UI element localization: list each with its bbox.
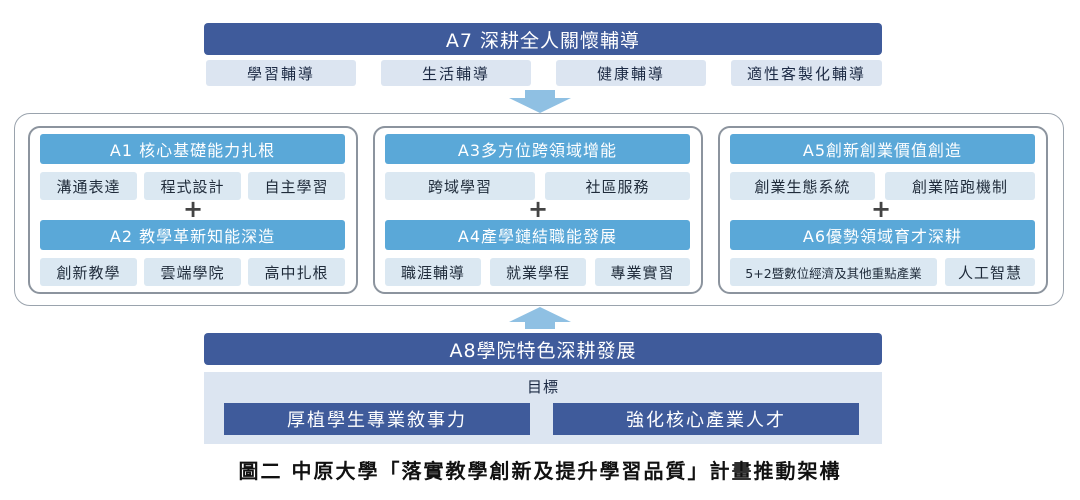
- a3-header: A3多方位跨領域增能: [385, 134, 690, 164]
- a6-tag-industries: 5+2暨數位經濟及其他重點產業: [730, 258, 937, 286]
- a4-header: A4產學鏈結職能發展: [385, 220, 690, 250]
- a4-tag-career: 職涯輔導: [385, 258, 481, 286]
- down-arrow-icon: [509, 90, 571, 113]
- a5-tag-accompany: 創業陪跑機制: [885, 172, 1035, 200]
- a6-header: A6優勢領域育才深耕: [730, 220, 1035, 250]
- plus-icon: +: [870, 195, 892, 223]
- a7-item-life: 生活輔導: [381, 60, 531, 86]
- up-arrow-icon: [509, 307, 571, 329]
- a7-item-health: 健康輔導: [556, 60, 706, 86]
- plus-icon: +: [182, 195, 204, 223]
- a1-tag-self-learning: 自主學習: [248, 172, 345, 200]
- a5-header: A5創新創業價值創造: [730, 134, 1035, 164]
- a3-tag-community: 社區服務: [545, 172, 690, 200]
- a1-tag-programming: 程式設計: [144, 172, 241, 200]
- figure-caption: 圖二 中原大學「落實教學創新及提升學習品質」計畫推動架構: [238, 458, 842, 483]
- a7-item-learning: 學習輔導: [206, 60, 356, 86]
- a5-tag-ecosystem: 創業生態系統: [730, 172, 875, 200]
- a2-tag-cloud: 雲端學院: [144, 258, 241, 286]
- goal-industry-talent: 強化核心產業人才: [553, 403, 859, 435]
- a1-header: A1 核心基礎能力扎根: [40, 134, 345, 164]
- a2-tag-innovation: 創新教學: [40, 258, 137, 286]
- a1-tag-communication: 溝通表達: [40, 172, 137, 200]
- a8-title-bar: A8學院特色深耕發展: [204, 333, 882, 365]
- a7-item-custom: 適性客製化輔導: [731, 60, 882, 86]
- a4-tag-internship: 專業實習: [595, 258, 690, 286]
- a3-tag-cross-domain: 跨域學習: [385, 172, 535, 200]
- a2-header: A2 教學革新知能深造: [40, 220, 345, 250]
- a4-tag-employment: 就業學程: [490, 258, 586, 286]
- a6-tag-ai: 人工智慧: [945, 258, 1035, 286]
- goals-label: 目標: [526, 377, 559, 396]
- goal-narrative: 厚植學生專業敘事力: [224, 403, 530, 435]
- plus-icon: +: [527, 195, 549, 223]
- a2-tag-highschool: 高中扎根: [248, 258, 345, 286]
- a7-title-bar: A7 深耕全人關懷輔導: [204, 23, 882, 55]
